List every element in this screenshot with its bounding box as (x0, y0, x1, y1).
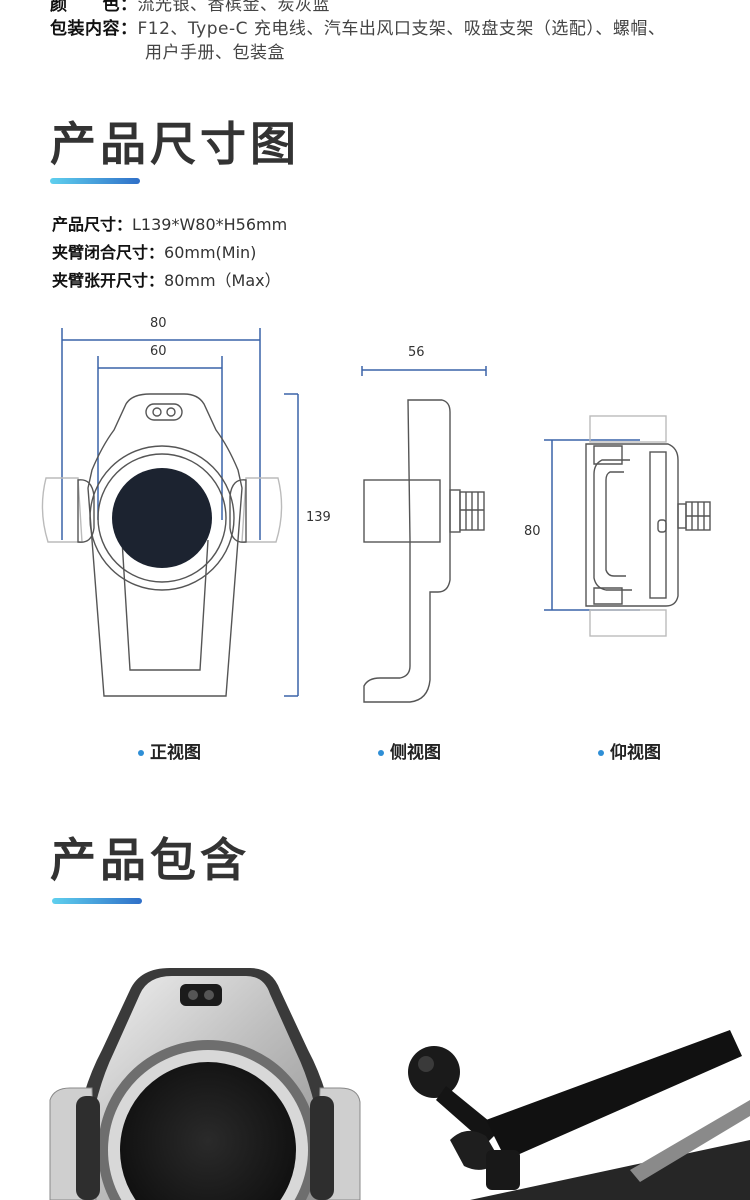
contents-section-title: 产品包含 (50, 833, 250, 887)
caption-bottom-view-label: 仰视图 (610, 743, 661, 763)
spec-arm-closed-value: 60mm(Min) (164, 243, 257, 262)
size-section-accent-bar (50, 178, 140, 184)
front-view-drawing (41, 328, 299, 697)
caption-bullet-icon (138, 750, 144, 756)
info-color-key: 颜 色： (50, 0, 138, 15)
spec-arm-open-key: 夹臂张开尺寸： (52, 271, 165, 290)
spec-row-arm-open: 夹臂张开尺寸：80mm（Max） (52, 267, 281, 291)
caption-side-view-label: 侧视图 (390, 743, 441, 763)
spec-row-product-size: 产品尺寸：L139*W80*H56mm (52, 211, 287, 235)
info-package-row-2: 用户手册、包装盒 (145, 38, 285, 63)
product-photo-vent-mount (408, 1030, 750, 1200)
caption-bullet-icon (598, 750, 604, 756)
caption-front-view: 正视图 (138, 738, 201, 763)
spec-arm-open-value: 80mm（Max） (164, 271, 281, 290)
front-dim-outer-width: 80 (150, 316, 167, 331)
info-package-row: 包装内容：F12、Type-C 充电线、汽车出风口支架、吸盘支架（选配）、螺帽、 (50, 14, 665, 39)
spec-row-arm-closed: 夹臂闭合尺寸：60mm(Min) (52, 239, 256, 263)
bottom-dim-width: 80 (524, 524, 541, 539)
info-package-line1: F12、Type-C 充电线、汽车出风口支架、吸盘支架（选配）、螺帽、 (137, 19, 666, 39)
size-section-title: 产品尺寸图 (50, 117, 300, 171)
spec-product-size-value: L139*W80*H56mm (132, 215, 288, 234)
bottom-view-drawing (544, 415, 711, 637)
caption-front-view-label: 正视图 (150, 743, 201, 763)
contents-section-accent-bar (52, 898, 142, 904)
product-photo-holder (49, 968, 361, 1200)
side-view-drawing (361, 366, 487, 703)
info-color-row: 颜 色：流光银、香槟金、炭灰蓝 (50, 0, 330, 15)
spec-arm-closed-key: 夹臂闭合尺寸： (52, 243, 165, 262)
front-dim-inner-width: 60 (150, 344, 167, 359)
info-package-line2: 用户手册、包装盒 (145, 43, 285, 63)
info-color-value: 流光银、香槟金、炭灰蓝 (137, 0, 330, 15)
spec-product-size-key: 产品尺寸： (52, 215, 133, 234)
side-dim-depth: 56 (408, 345, 425, 360)
front-dim-height: 139 (306, 510, 331, 525)
caption-bottom-view: 仰视图 (598, 738, 661, 763)
caption-bullet-icon (378, 750, 384, 756)
info-package-key: 包装内容： (50, 19, 138, 39)
caption-side-view: 侧视图 (378, 738, 441, 763)
